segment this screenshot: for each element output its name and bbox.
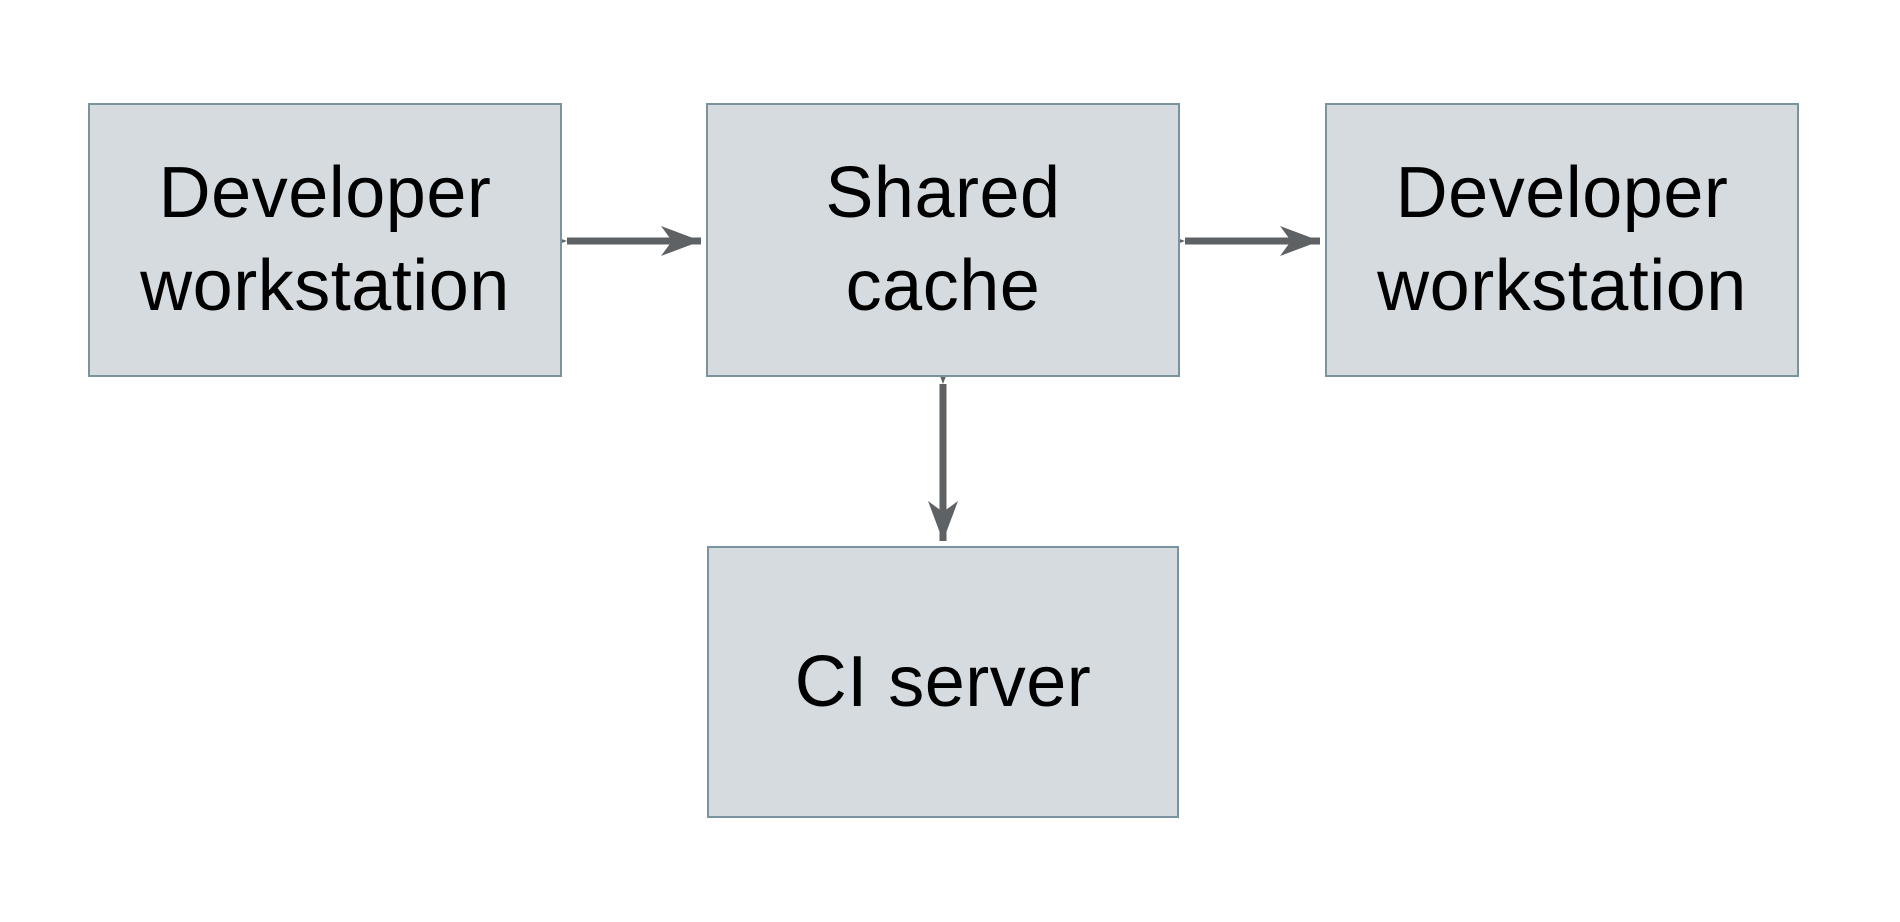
node-label-line: CI server [794,641,1092,722]
node-label-line: cache [845,246,1041,326]
node-label-line: workstation [1377,246,1747,326]
node-label-line: Shared [825,153,1061,233]
node-developer-workstation-right: Developer workstation [1325,103,1799,377]
node-label-line: Developer [1395,153,1729,233]
node-ci-server: CI server [707,546,1179,818]
node-shared-cache: Shared cache [706,103,1180,377]
node-label-line: workstation [140,246,510,326]
node-developer-workstation-left: Developer workstation [88,103,562,377]
node-label-line: Developer [158,153,492,233]
